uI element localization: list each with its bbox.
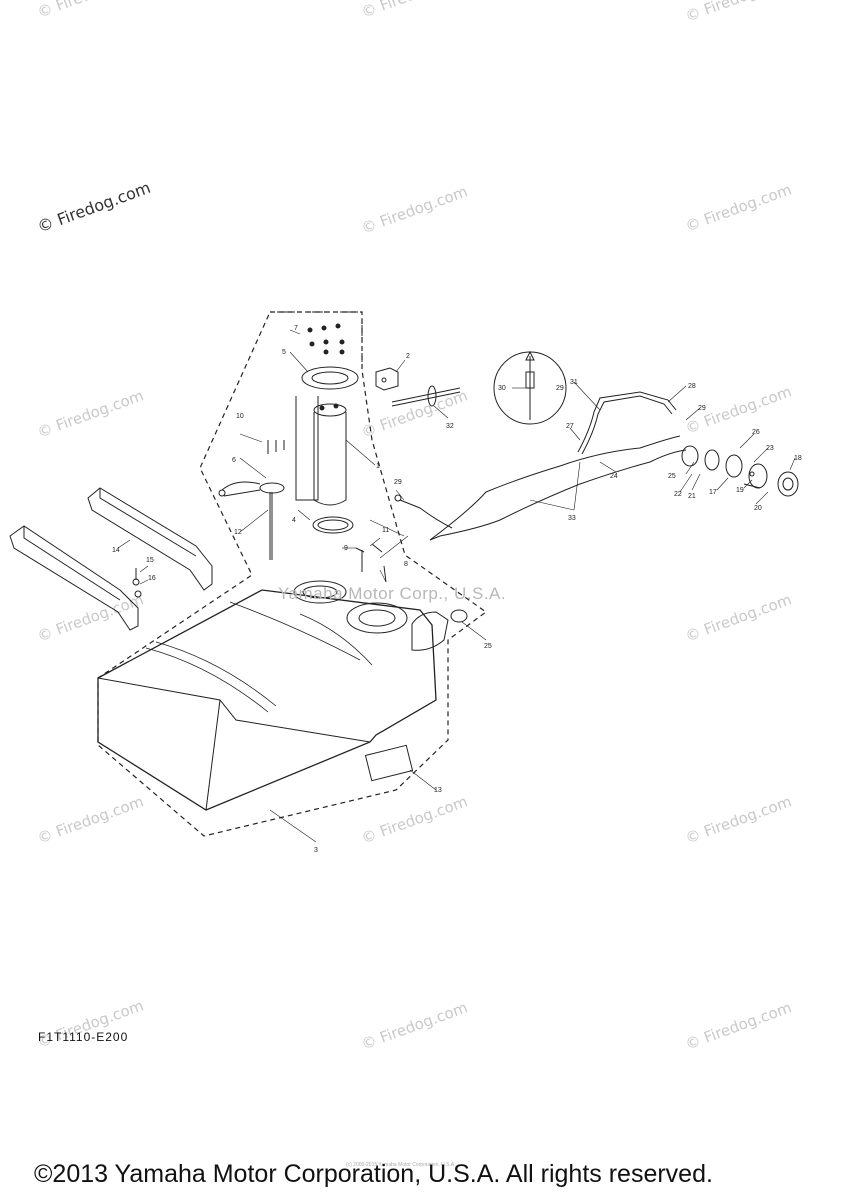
leader-lines <box>117 329 796 843</box>
callout-14: 14 <box>112 547 120 554</box>
caution-label <box>364 744 414 782</box>
callout-23: 23 <box>766 445 774 452</box>
callout-6: 6 <box>232 457 236 464</box>
callout-12: 12 <box>234 529 242 536</box>
callout-labels: 1 2 3 4 5 6 7 8 9 10 11 12 13 14 15 16 1… <box>112 325 802 854</box>
detail-inset <box>493 350 567 425</box>
fuel-sender <box>218 481 285 560</box>
center-watermark: Yamaha Motor Corp., U.S.A. <box>278 584 507 603</box>
callout-29c: 29 <box>556 385 564 392</box>
tank-sender-flange <box>346 602 408 634</box>
gasket <box>312 516 354 534</box>
callout-1: 1 <box>376 463 380 470</box>
callout-18: 18 <box>794 455 802 462</box>
pump-dashed-box <box>270 311 363 362</box>
filler-hose <box>429 435 687 541</box>
breather-hose <box>399 499 453 529</box>
fuel-pump <box>295 396 347 506</box>
tank-pump-flange <box>293 580 347 604</box>
callout-7: 7 <box>294 325 298 332</box>
bolts-set <box>307 323 345 355</box>
fuel-tank <box>97 589 437 811</box>
callout-11: 11 <box>382 527 389 534</box>
callout-25: 25 <box>668 473 676 480</box>
callout-33: 33 <box>568 515 576 522</box>
callout-30: 30 <box>498 385 506 392</box>
callout-10: 10 <box>236 413 244 420</box>
callout-28: 28 <box>688 383 696 390</box>
vent-valve <box>391 385 461 407</box>
fuel-cap-assembly <box>681 445 799 497</box>
fittings <box>355 543 387 583</box>
copyright-footer: ©2013 Yamaha Motor Corporation, U.S.A. A… <box>34 1160 713 1188</box>
callout-19: 19 <box>736 487 744 494</box>
callout-17: 17 <box>709 489 717 496</box>
fine-print: (c) 2005-2015 Yamaha Motor Corporation, … <box>346 1162 456 1168</box>
callout-21: 21 <box>688 493 696 500</box>
callout-13: 13 <box>434 787 442 794</box>
pump-ring <box>301 366 359 390</box>
callout-4: 4 <box>292 517 296 524</box>
bracket-bolt <box>132 568 142 598</box>
callout-32: 32 <box>446 423 454 430</box>
callout-16: 16 <box>148 575 156 582</box>
mounting-bracket-upper <box>87 487 213 591</box>
vent-tube <box>577 391 677 455</box>
callout-29b: 29 <box>394 479 402 486</box>
assembly-dashed-outline <box>97 311 488 837</box>
callout-15: 15 <box>146 557 154 564</box>
filler-neck <box>411 609 468 651</box>
callout-31: 31 <box>570 379 578 386</box>
callout-27: 27 <box>566 423 574 430</box>
callout-24: 24 <box>610 473 618 480</box>
callout-25b: 25 <box>484 643 492 650</box>
callout-3: 3 <box>314 847 318 854</box>
callout-9: 9 <box>344 545 348 552</box>
mounting-bracket-lower <box>9 525 139 631</box>
callout-26: 26 <box>752 429 760 436</box>
sender-bolts <box>267 440 285 454</box>
callout-2: 2 <box>406 353 410 360</box>
callout-5: 5 <box>282 349 286 356</box>
callout-20: 20 <box>754 505 762 512</box>
clip-bracket <box>375 367 399 391</box>
callout-22: 22 <box>674 491 682 498</box>
diagram-code: F1T1110-E200 <box>38 1030 129 1044</box>
callout-8: 8 <box>404 561 408 568</box>
callout-29: 29 <box>698 405 706 412</box>
